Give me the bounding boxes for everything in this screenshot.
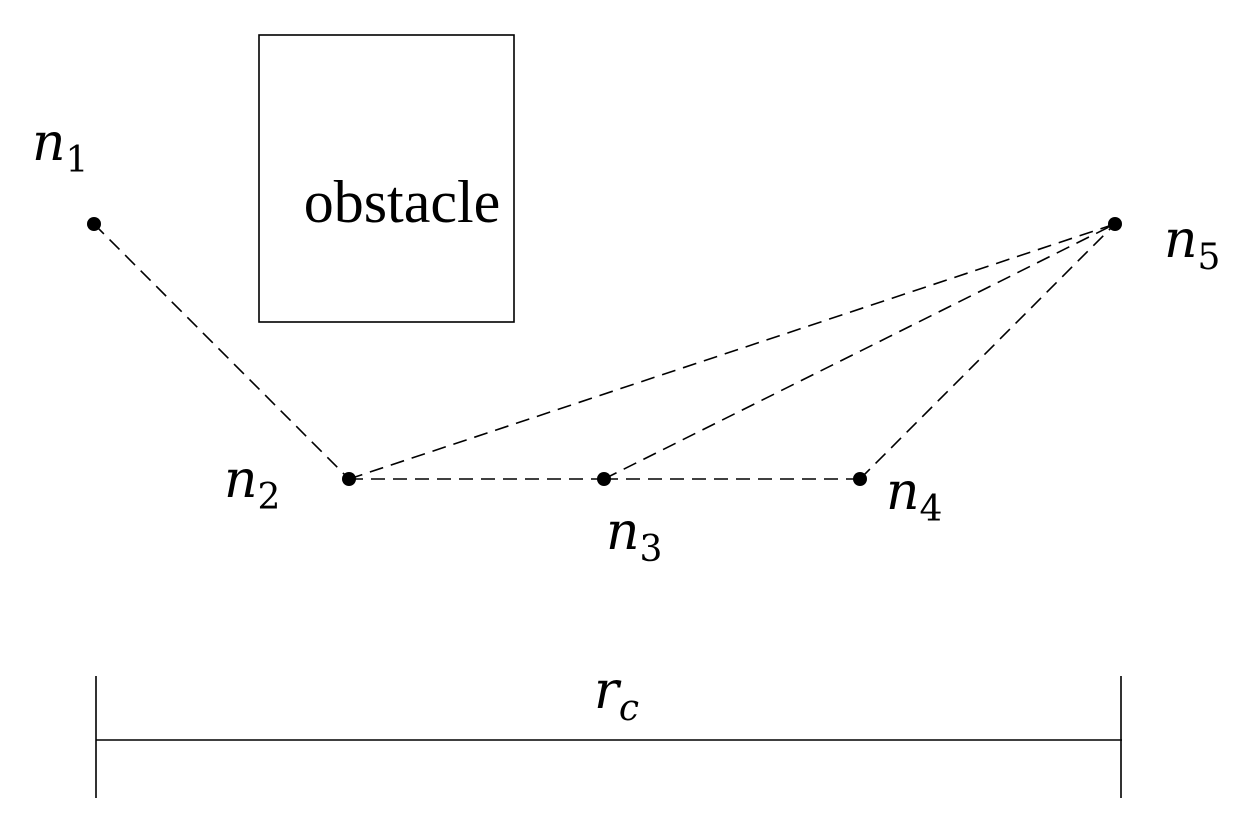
node-dot-n2 — [342, 472, 356, 486]
range-label: rc — [594, 661, 639, 729]
node-label-n3: n3 — [606, 502, 662, 570]
node-n3: n3 — [597, 472, 662, 570]
node-label-base: n — [32, 113, 66, 173]
range-label-sub: c — [619, 688, 639, 729]
obstacle-label: obstacle — [304, 169, 501, 235]
edges-group — [93, 223, 1116, 480]
node-label-n2: n2 — [224, 450, 280, 518]
node-n4: n4 — [853, 462, 942, 530]
node-dot-n4 — [853, 472, 867, 486]
node-dot-n1 — [87, 217, 101, 231]
edge-n1-n2 — [93, 223, 350, 480]
node-n1: n1 — [32, 113, 101, 231]
node-label-base: n — [606, 502, 640, 562]
node-label-base: n — [224, 450, 258, 510]
edge-n3-n5 — [603, 223, 1116, 480]
range-label-base: r — [594, 661, 622, 721]
node-label-sub: 5 — [1198, 237, 1221, 278]
node-label-sub: 3 — [640, 529, 663, 570]
node-label-base: n — [1164, 210, 1198, 270]
obstacle-box — [258, 34, 515, 323]
edge-n2-n5 — [348, 223, 1116, 480]
node-label-n5: n5 — [1164, 210, 1220, 278]
node-dot-n3 — [597, 472, 611, 486]
node-label-n4: n4 — [886, 462, 942, 530]
node-label-sub: 2 — [258, 477, 281, 518]
node-label-sub: 1 — [66, 140, 89, 181]
node-n2: n2 — [224, 450, 356, 518]
node-label-base: n — [886, 462, 920, 522]
communication-range-ruler: rc — [95, 661, 1122, 798]
node-dot-n5 — [1108, 217, 1122, 231]
node-label-n1: n1 — [32, 113, 88, 181]
node-n5: n5 — [1108, 210, 1220, 278]
node-label-sub: 4 — [920, 489, 943, 530]
edge-n4-n5 — [859, 223, 1116, 480]
